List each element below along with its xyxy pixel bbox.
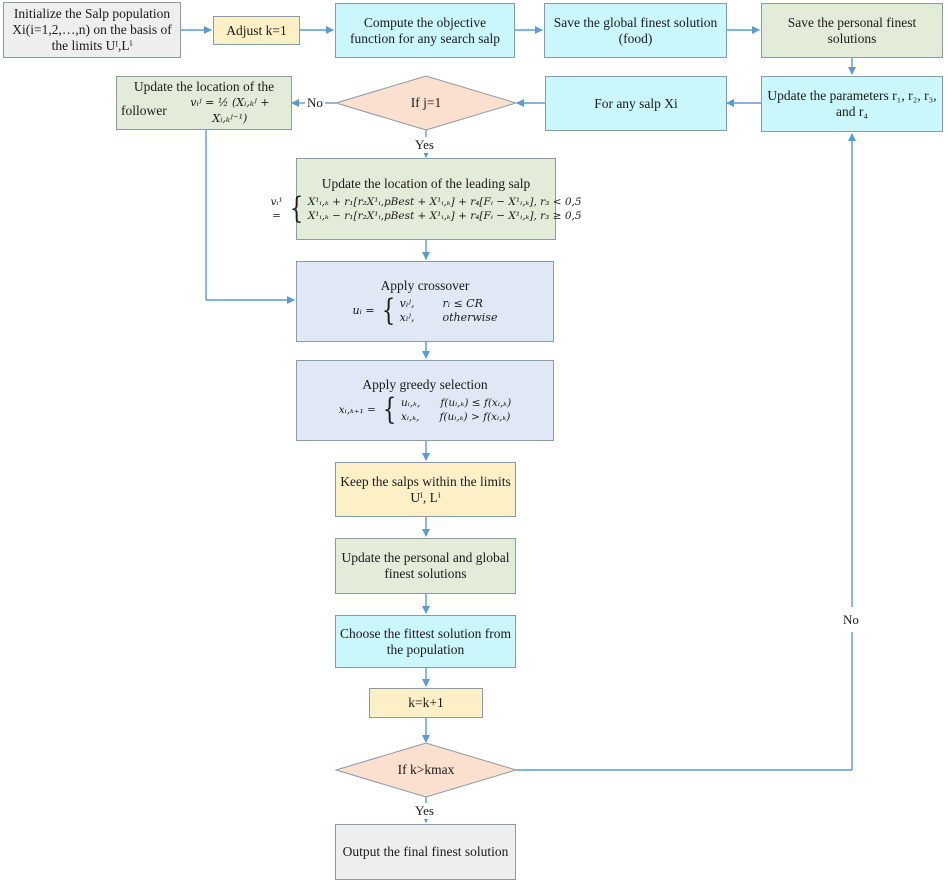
update-follower-formula: vᵢʲ = ½ (Xᵢ,ₖʲ + Xᵢ,ₖʲ⁻¹) (190, 96, 270, 125)
k-increment-text: k=k+1 (408, 695, 444, 710)
update-follower-box: Update the location of the follower vᵢʲ … (116, 76, 292, 130)
crossover-brace-icon: { (381, 293, 395, 328)
crossover-formula: uᵢ = { vᵢʲ, rᵢ ≤ CR xᵢʲ, otherwise (352, 293, 498, 328)
greedy-row-2-condition: f(uᵢ,ₖ) > f(xᵢ,ₖ) (439, 411, 511, 423)
k-increment-box: k=k+1 (369, 688, 483, 718)
crossover-row-1-value: vᵢʲ, (399, 297, 415, 310)
if-kmax-label: If k>kmax (397, 762, 455, 777)
update-personal-global-text: Update the personal and global finest so… (341, 550, 510, 581)
update-follower-title: Update the location of the (133, 79, 275, 94)
init-population-box: Initialize the Salp population Xi(i=1,2,… (3, 2, 181, 58)
keep-limits-box: Keep the salps within the limits Uⁱ, Lⁱ (335, 462, 516, 517)
crossover-row-1-condition: rᵢ ≤ CR (442, 297, 483, 310)
update-follower-word: follower (121, 103, 167, 118)
crossover-row-2-condition: otherwise (442, 311, 498, 324)
output-text: Output the final finest solution (342, 844, 509, 859)
yes-label-j: Yes (413, 137, 436, 153)
update-personal-global-box: Update the personal and global finest so… (335, 538, 516, 594)
compute-objective-box: Compute the objective function for any s… (335, 3, 515, 58)
keep-limits-bounds: Uⁱ, Lⁱ (410, 489, 441, 505)
no-label-k: No (841, 612, 861, 628)
save-global-text: Save the global finest solution (food) (553, 14, 718, 46)
for-any-salp-text: For any salp Xi (594, 95, 678, 111)
crossover-row-2-value: xᵢʲ, (399, 311, 415, 324)
greedy-row-1-value: uᵢ,ₖ, (400, 397, 421, 409)
update-leading-lhs: vᵢ¹ = (270, 195, 283, 222)
leading-brace-icon: { (289, 190, 303, 226)
save-personal-text: Save the personal finest solutions (787, 14, 917, 46)
yes-label-k: Yes (413, 803, 436, 819)
crossover-title: Apply crossover (380, 278, 470, 293)
greedy-row-1-condition: f(uᵢ,ₖ) ≤ f(xᵢ,ₖ) (440, 397, 512, 409)
update-leading-box: Update the location of the leading salp … (270, 158, 582, 240)
choose-fittest-box: Choose the fittest solution from the pop… (335, 615, 516, 668)
keep-limits-text: Keep the salps within the limits (340, 473, 511, 489)
if-j-label: If j=1 (410, 95, 442, 110)
greedy-brace-icon: { (382, 392, 397, 427)
crossover-lhs: uᵢ = (352, 304, 375, 317)
update-leading-row-2: X¹ᵢ,ₖ − r₁[r₂X¹ᵢ,pBest + X¹ᵢ,ₖ] + r₄[Fᵢ … (307, 209, 582, 222)
adjust-k-text: Adjust k=1 (226, 22, 287, 38)
update-leading-formula: vᵢ¹ = { X¹ᵢ,ₖ + r₁[r₂X¹ᵢ,pBest + X¹ᵢ,ₖ] … (270, 190, 582, 226)
update-leading-row-1: X¹ᵢ,ₖ + r₁[r₂X¹ᵢ,pBest + X¹ᵢ,ₖ] + r₄[Fᵢ … (307, 195, 582, 208)
adjust-k-box: Adjust k=1 (213, 16, 300, 45)
choose-fittest-text: Choose the fittest solution from the pop… (340, 625, 511, 657)
greedy-row-2-value: xᵢ,ₖ, (400, 411, 420, 423)
update-params-box: Update the parameters r₁, r₂, r₃, and r₄ (761, 76, 943, 132)
arrow-follower-to-crossover (205, 130, 295, 304)
for-any-salp-box: For any salp Xi (545, 76, 727, 131)
greedy-lhs: xᵢ,ₖ₊₁ = (338, 404, 376, 416)
init-population-text: Initialize the Salp population Xi(i=1,2,… (12, 6, 172, 53)
update-params-text: Update the parameters r₁, r₂, r₃, and r₄ (767, 88, 937, 119)
greedy-title: Apply greedy selection (362, 377, 488, 392)
output-box: Output the final finest solution (335, 824, 516, 880)
decision-if-kmax-diamond (334, 742, 518, 798)
save-global-box: Save the global finest solution (food) (544, 3, 727, 58)
save-personal-box: Save the personal finest solutions (761, 3, 943, 58)
no-label-j: No (305, 95, 325, 111)
greedy-selection-box: Apply greedy selection xᵢ,ₖ₊₁ = { uᵢ,ₖ, f… (296, 360, 554, 441)
crossover-box: Apply crossover uᵢ = { vᵢʲ, rᵢ ≤ CR xᵢʲ, o… (296, 261, 554, 342)
arrow-ifk-no-a (516, 632, 853, 771)
decision-if-j-diamond (334, 75, 518, 131)
greedy-formula: xᵢ,ₖ₊₁ = { uᵢ,ₖ, f(uᵢ,ₖ) ≤ f(xᵢ,ₖ) xᵢ,ₖ, f… (338, 392, 512, 427)
update-leading-title: Update the location of the leading salp (321, 175, 531, 191)
compute-objective-text: Compute the objective function for any s… (350, 14, 500, 46)
